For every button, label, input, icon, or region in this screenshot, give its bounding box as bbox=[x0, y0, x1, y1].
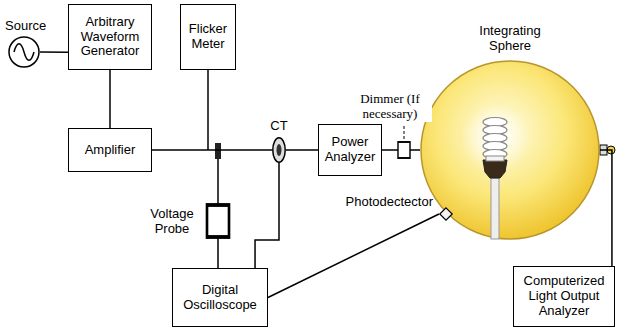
source-symbol: Source bbox=[8, 36, 40, 68]
wire-connector bbox=[600, 150, 612, 266]
wire-connector bbox=[382, 150, 398, 151]
wire-line bbox=[600, 150, 612, 266]
wire-connector bbox=[152, 150, 272, 151]
wire-connector bbox=[110, 70, 111, 128]
light-analyzer-box: Computerized Light Output Analyzer bbox=[513, 266, 615, 327]
node-label: CT bbox=[264, 119, 294, 134]
node-text: Arbitrary Waveform Generator bbox=[72, 15, 148, 60]
photodetector: Photodectector bbox=[439, 207, 453, 221]
probe-wire bbox=[217, 159, 219, 205]
wire-line bbox=[410, 149, 420, 151]
probe-box: Voltage Probe bbox=[207, 205, 229, 237]
rect-outline bbox=[207, 205, 229, 237]
meter-box: Flicker Meter bbox=[180, 4, 236, 70]
wire-line bbox=[217, 237, 219, 268]
node-label: Photodectector bbox=[346, 195, 433, 210]
analyzer-box: Power Analyzer bbox=[318, 124, 382, 176]
node-text: Amplifier bbox=[85, 143, 136, 158]
node-label: Dimmer (If necessary) bbox=[348, 92, 432, 122]
wire-line bbox=[268, 214, 439, 298]
node-label: Integrating Sphere bbox=[465, 24, 555, 54]
wire-line bbox=[286, 149, 318, 151]
wire-line bbox=[40, 51, 68, 53]
wire-connector bbox=[268, 214, 439, 298]
oscilloscope-box: Digital Oscilloscope bbox=[172, 268, 268, 327]
ellipse-outline bbox=[272, 137, 286, 163]
wire-connector bbox=[286, 150, 318, 151]
wire-line bbox=[255, 163, 279, 268]
node-label: Voltage Probe bbox=[143, 207, 201, 237]
probe-clip bbox=[215, 143, 221, 159]
wire-connector bbox=[217, 237, 218, 268]
wire-connector bbox=[40, 52, 68, 53]
generator-box: Arbitrary Waveform Generator bbox=[68, 4, 152, 70]
rect-outline bbox=[398, 142, 410, 158]
leader-line bbox=[404, 126, 405, 140]
wire-connector bbox=[255, 163, 279, 268]
wire-line bbox=[382, 149, 398, 151]
node-text: Digital Oscilloscope bbox=[176, 283, 264, 313]
wire-connector bbox=[410, 150, 420, 151]
node-label: Source bbox=[5, 19, 46, 34]
amplifier-box: Amplifier bbox=[68, 128, 152, 172]
node-text: Power Analyzer bbox=[322, 135, 378, 165]
current-transformer: CT bbox=[272, 137, 286, 163]
node-text: Flicker Meter bbox=[184, 22, 232, 52]
flicker-wire bbox=[207, 70, 209, 150]
diamond-outline bbox=[439, 207, 453, 221]
dimmer-box: Dimmer (If necessary) bbox=[398, 142, 410, 158]
node-text: Computerized Light Output Analyzer bbox=[517, 274, 611, 319]
wire-line bbox=[152, 149, 272, 151]
wire-line bbox=[109, 70, 111, 128]
circle-outline bbox=[8, 36, 40, 68]
